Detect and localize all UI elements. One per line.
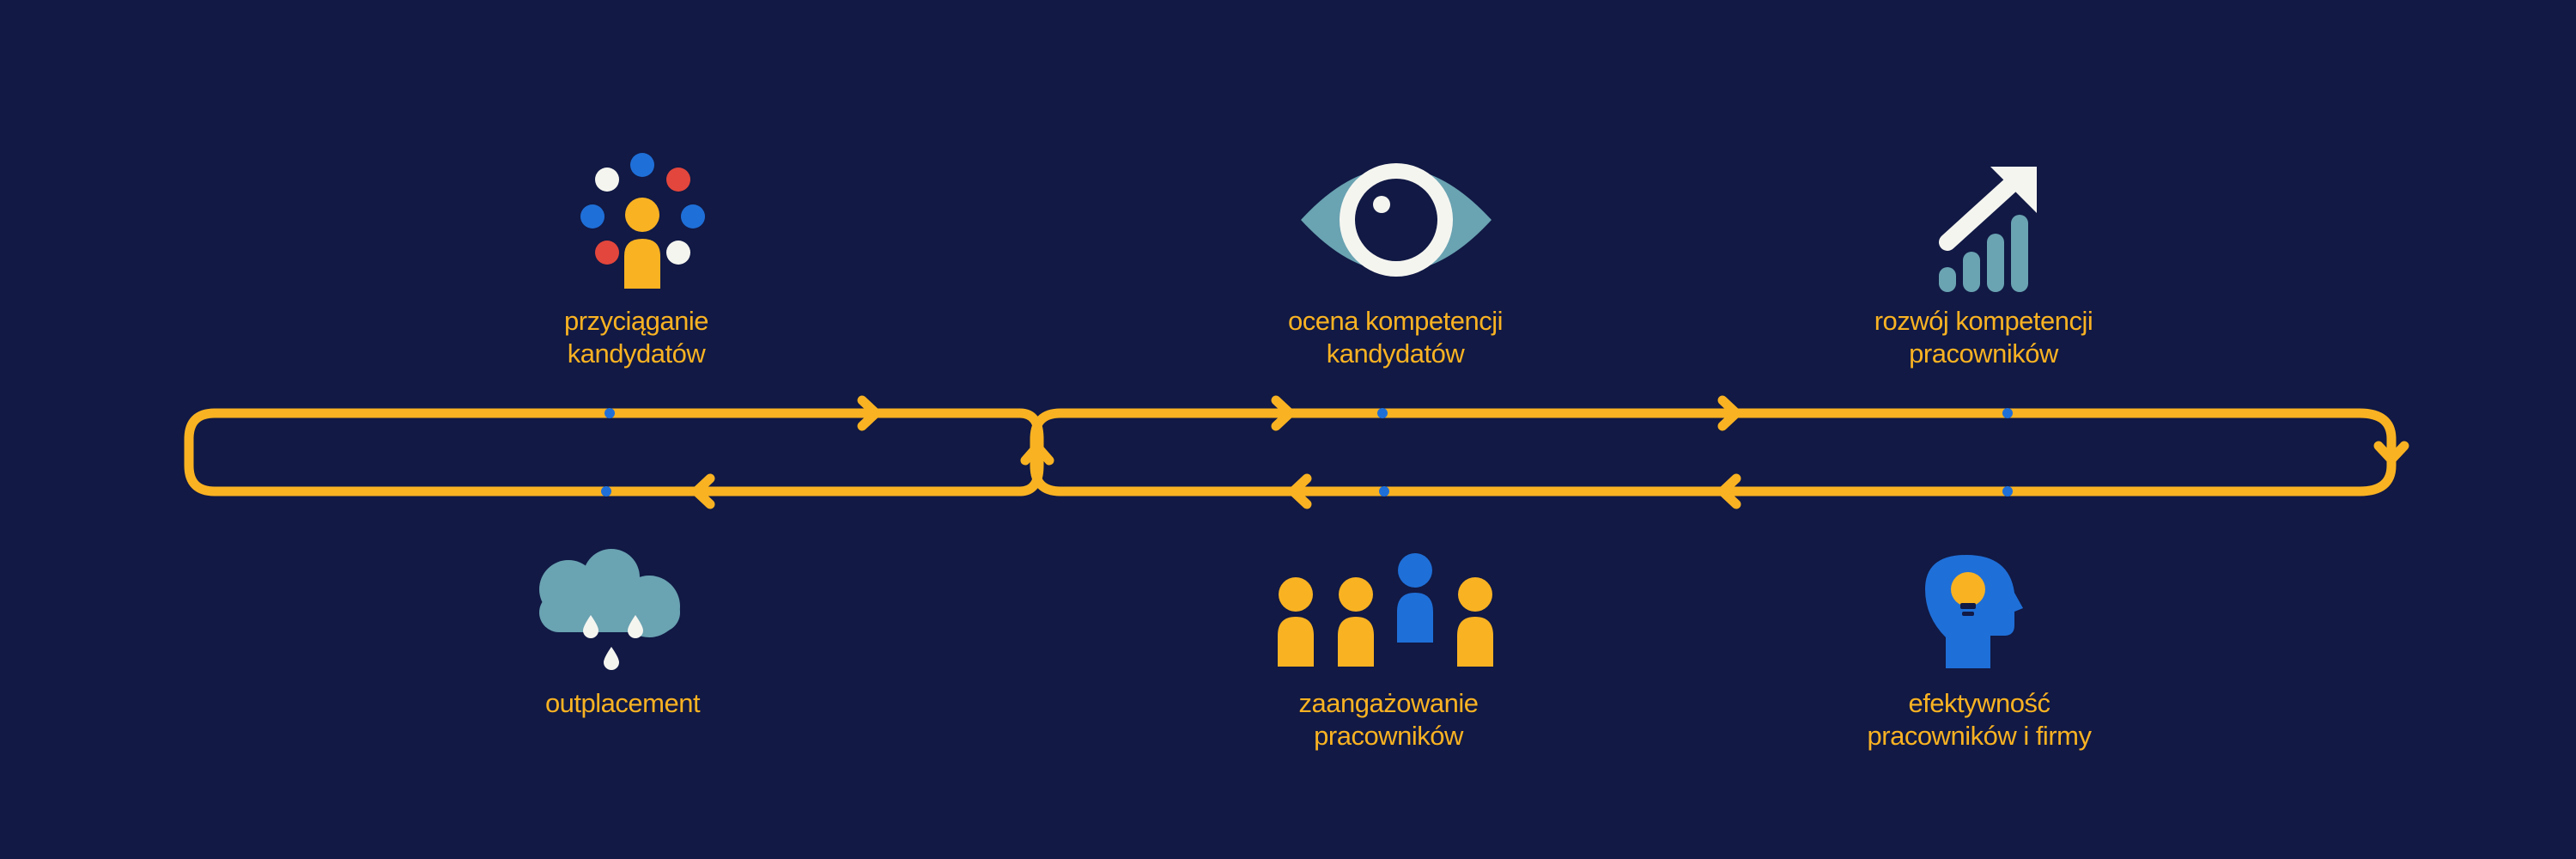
label-line: pracowników (1909, 338, 2058, 369)
arrow-left-icon (1288, 473, 1312, 509)
marker-dot (1379, 486, 1389, 497)
loop-arrows (691, 395, 2409, 509)
arrow-right-icon (857, 395, 881, 431)
eye-icon (1301, 163, 1492, 277)
stage-markers (601, 408, 2013, 497)
label-line: kandydatów (1326, 338, 1465, 369)
people-attraction-icon (580, 153, 705, 289)
marker-dot (601, 486, 611, 497)
left-loop-path (184, 408, 1044, 497)
arrow-right-icon (1717, 395, 1741, 431)
stage-label-assessment: ocena kompetencji kandydatów (1215, 305, 1576, 370)
arrow-right-icon (1271, 395, 1295, 431)
label-line: pracowników (1314, 721, 1463, 751)
head-lightbulb-icon (1925, 555, 2023, 668)
stage-label-outplacement: outplacement (442, 687, 803, 720)
marker-dot (2002, 486, 2013, 497)
stage-label-engagement: zaangażowanie pracowników (1208, 687, 1569, 752)
right-loop-path (1030, 408, 2397, 497)
label-line: efektywność (1908, 688, 2050, 718)
arrow-down-icon (2373, 441, 2409, 465)
label-line: zaangażowanie (1298, 688, 1479, 718)
lifecycle-loop (184, 408, 2397, 497)
label-line: kandydatów (567, 338, 706, 369)
label-line: przyciąganie (563, 306, 709, 336)
label-line: ocena kompetencji (1288, 306, 1504, 336)
marker-dot (1377, 408, 1388, 418)
stage-label-attraction: przyciąganie kandydatów (456, 305, 817, 370)
rain-cloud-icon (539, 549, 680, 670)
arrow-left-icon (1717, 473, 1741, 509)
label-line: outplacement (544, 688, 701, 718)
arrow-left-icon (691, 473, 715, 509)
stage-label-efficiency: efektywność pracowników i firmy (1799, 687, 2160, 752)
stage-label-development: rozwój kompetencji pracowników (1803, 305, 2164, 370)
marker-dot (2002, 408, 2013, 418)
marker-dot (605, 408, 615, 418)
label-line: pracowników i firmy (1867, 721, 2092, 751)
arrow-cross-icon (1020, 442, 1054, 466)
growth-chart-arrow-icon (1939, 167, 2037, 292)
label-line: rozwój kompetencji (1874, 306, 2093, 336)
team-people-icon (1278, 553, 1493, 667)
